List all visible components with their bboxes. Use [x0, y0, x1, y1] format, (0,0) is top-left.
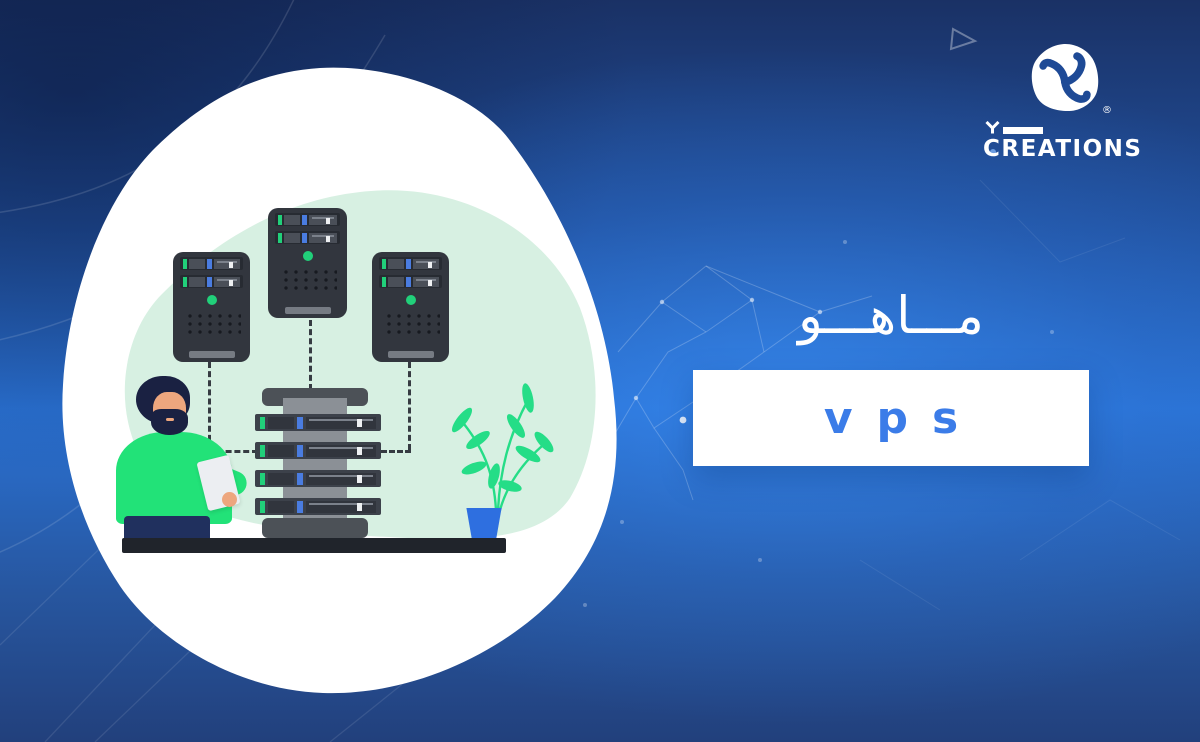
virtual-server-tower-right — [372, 252, 449, 362]
dashed-link-center-vertical — [309, 320, 312, 390]
person-hand — [222, 492, 237, 507]
person-mouth — [166, 418, 174, 421]
rack-unit-4 — [255, 498, 381, 515]
y-mark-icon — [985, 121, 1000, 134]
rack-unit-1 — [255, 414, 381, 431]
status-led — [206, 295, 217, 305]
plant-pot — [466, 508, 502, 540]
person-pants — [124, 516, 210, 540]
vent-grid — [278, 266, 337, 291]
rack-unit-2 — [255, 442, 381, 459]
dashed-link-right-vertical — [408, 362, 411, 450]
brand-lockup: CREATIONS — [983, 121, 1143, 162]
headline-arabic: مـــاهـــو — [798, 287, 984, 346]
drive-bay — [180, 257, 243, 270]
drive-bay — [180, 275, 243, 288]
dashed-link-left-horizontal — [208, 450, 258, 453]
vps-illustration — [40, 40, 640, 720]
rack-bottom-cap — [262, 518, 368, 538]
term-box: vps — [693, 370, 1089, 466]
drive-bay — [275, 231, 340, 244]
desk — [122, 538, 506, 553]
illustration-blob — [62, 67, 617, 694]
dashed-link-left-vertical — [208, 362, 211, 450]
dashed-link-right-horizontal — [381, 450, 411, 453]
status-led — [405, 295, 416, 305]
tower-foot — [387, 351, 434, 358]
drive-bay — [379, 257, 442, 270]
status-led — [302, 251, 313, 261]
registered-mark: ® — [1102, 105, 1112, 116]
potted-plant-leaves — [451, 383, 554, 512]
drive-bay — [275, 213, 340, 226]
person-beard — [151, 409, 188, 435]
tower-foot — [188, 351, 235, 358]
virtual-server-tower-center — [268, 208, 347, 318]
term-label: vps — [823, 392, 983, 444]
vent-grid — [381, 310, 440, 335]
virtual-server-tower-left — [173, 252, 250, 362]
brand-name: CREATIONS — [983, 136, 1143, 162]
cube-y-logo-icon: ® — [1030, 42, 1112, 116]
rack-unit-3 — [255, 470, 381, 487]
brand-bar — [1003, 127, 1043, 134]
vent-grid — [182, 310, 241, 335]
tower-foot — [284, 307, 331, 314]
brand-block: ® CREATIONS — [983, 42, 1147, 162]
drive-bay — [379, 275, 442, 288]
